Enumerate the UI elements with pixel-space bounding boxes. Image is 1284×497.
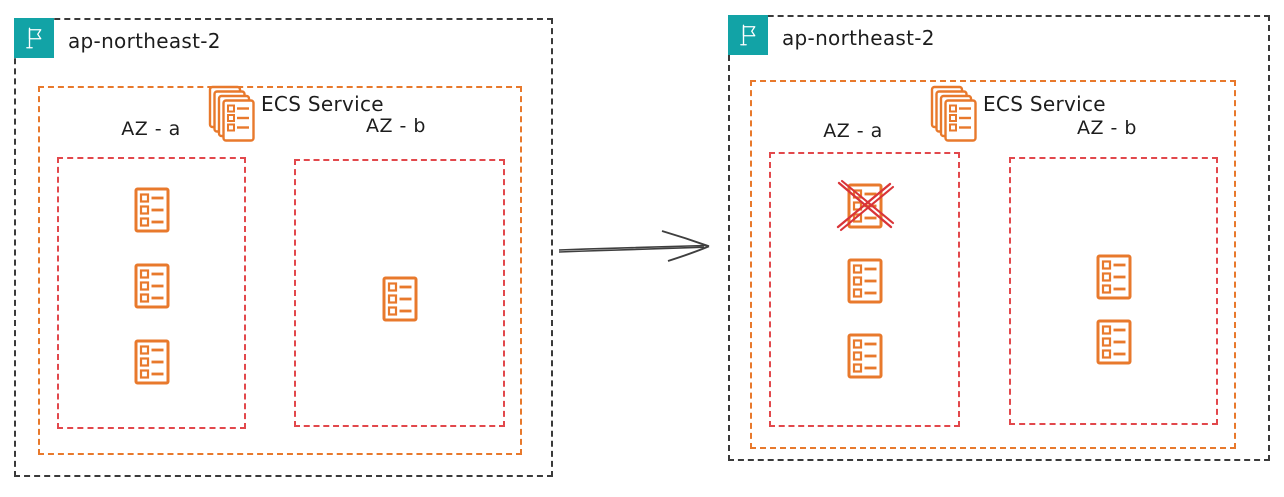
ecs-task [1096,254,1132,300]
ecs-service-label: ECS Service [261,92,384,116]
region-flag-icon [740,24,756,46]
ecs-service-tag: ECS Service [930,85,1106,143]
transition-arrow [556,224,720,268]
az-b-label: AZ - b [365,115,426,137]
ecs-task [847,333,883,379]
ecs-task-icon [134,187,169,233]
ecs-task [134,339,170,385]
ecs-task [134,263,170,309]
ecs-task-icon [134,339,169,385]
ecs-task [847,258,883,304]
region-label: ap-northeast-2 [68,29,221,53]
ecs-task-icon [134,263,169,309]
ecs-task-icon [847,258,882,304]
ecs-task-icon [847,333,882,379]
ecs-service-stack-icon [208,85,255,142]
az-a-label: AZ - a [121,118,181,140]
ecs-task-terminated [836,179,894,232]
ecs-task-icon [1096,254,1131,300]
ecs-task-icon [1096,319,1131,365]
ecs-task-icon [847,183,882,229]
region-flag-icon [26,27,42,49]
az-a-box [769,152,960,427]
ecs-service-label: ECS Service [983,92,1106,116]
region-box-after: ap-northeast-2 ECS Service AZ - a AZ - b [728,15,1270,461]
az-a-label: AZ - a [823,120,883,142]
az-a-box [57,157,246,429]
az-b-label: AZ - b [1076,117,1137,139]
region-flag-badge [14,18,54,58]
region-box-before: ap-northeast-2 ECS Service AZ - a AZ - b [14,18,553,477]
transition-arrow-icon [558,230,710,262]
region-label: ap-northeast-2 [782,26,935,50]
ecs-task [1096,319,1132,365]
ecs-task-icon [382,276,417,322]
az-b-box [1009,157,1218,425]
ecs-task [382,276,418,322]
ecs-task [134,187,170,233]
ecs-service-stack-icon [930,85,977,142]
ecs-service-box [38,86,522,455]
ecs-service-tag: ECS Service [208,85,384,143]
az-b-box [294,159,505,427]
ecs-service-box [750,80,1236,449]
region-flag-badge [728,15,768,55]
